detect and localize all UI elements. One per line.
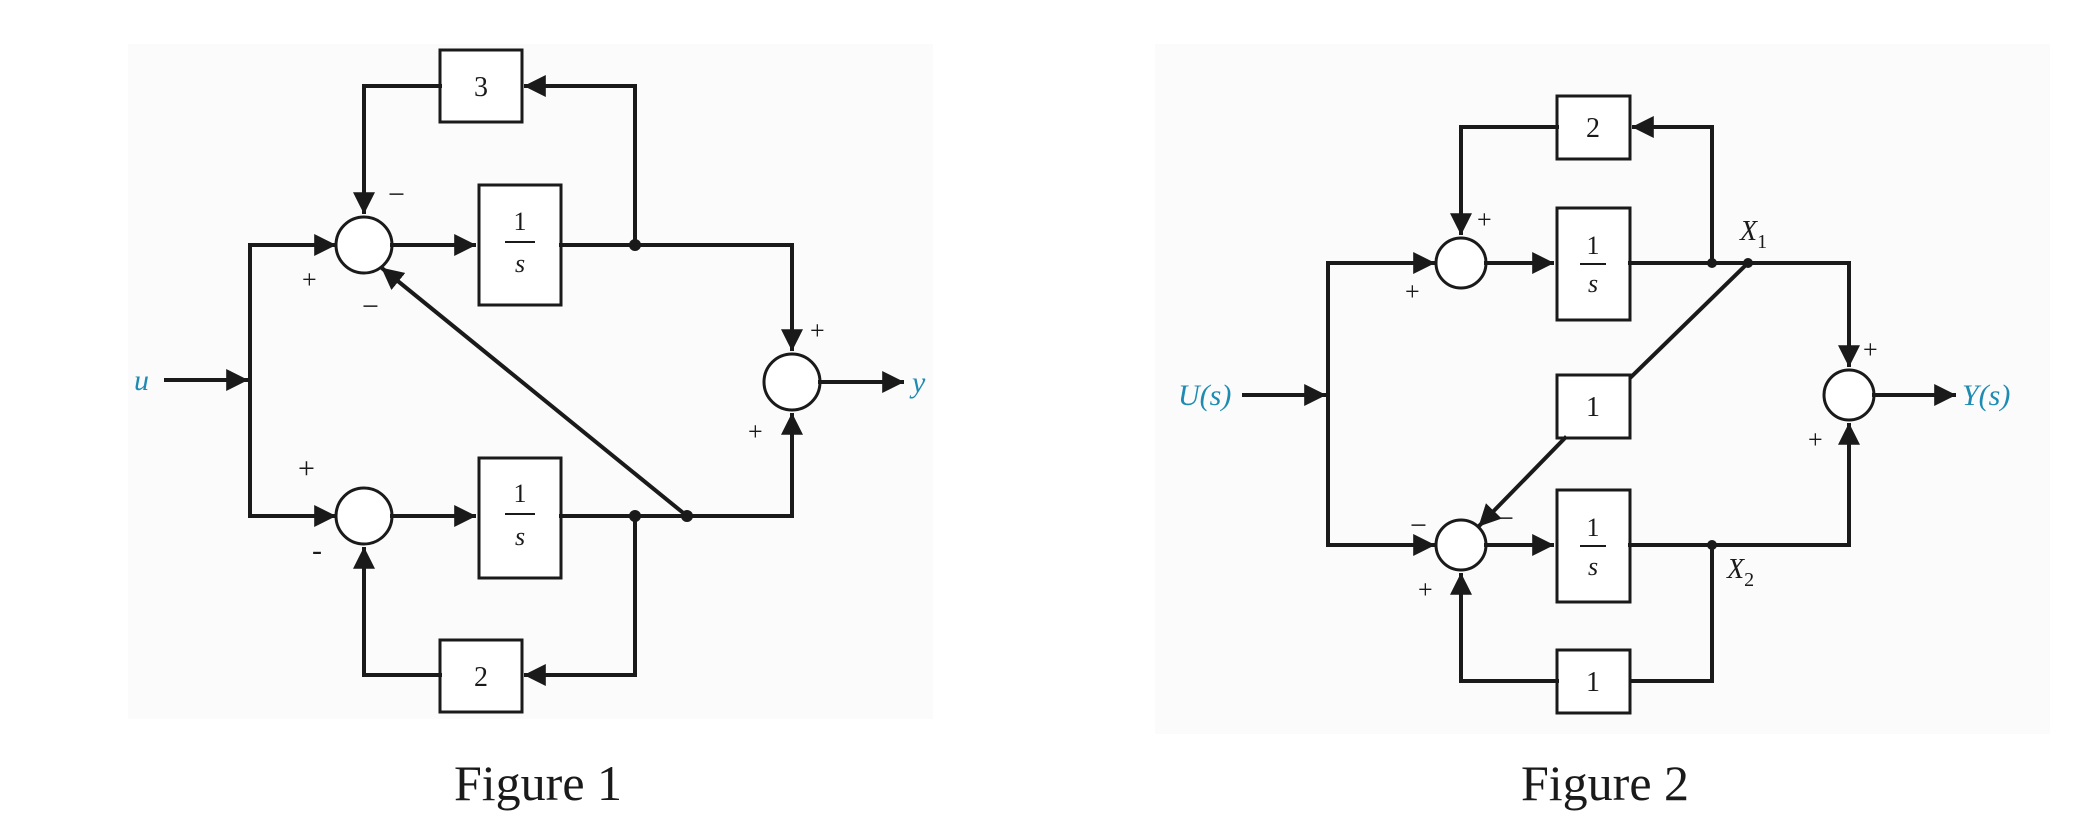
fig2-gain-2-block <box>1555 94 1632 161</box>
fig1-gain-2-block <box>438 638 524 714</box>
fig1-gain-3-label: 3 <box>474 72 488 103</box>
fig2-summing-junction-1 <box>1434 236 1488 290</box>
fig1-output-top-plus-sign: + <box>810 316 825 345</box>
fig2-input-label: U(s) <box>1178 379 1231 412</box>
fig1-summing-junction-2 <box>334 486 394 546</box>
fig2-integrator-bottom-denominator: s <box>1588 552 1598 581</box>
fig1-gain-2-label: 2 <box>474 662 488 693</box>
fig2-sum2-input-minus-sign: − <box>1410 509 1427 542</box>
fig2-sum2-feedback-plus-sign: + <box>1418 575 1433 604</box>
fig1-cross-feedback-arrow <box>380 266 690 519</box>
fig1-gain-3-block <box>438 48 524 124</box>
fig2-x1-to-cross-gain <box>1627 260 1751 381</box>
fig1-sum2-feedback-minus-sign: - <box>312 534 322 567</box>
fig2-bottom-gain-label: 1 <box>1586 667 1600 698</box>
fig1-summing-junction-1 <box>334 215 394 275</box>
fig1-output-label: y <box>909 366 926 399</box>
fig2-integrator-top-denominator: s <box>1588 269 1598 298</box>
fig2-cross-gain-label: 1 <box>1586 392 1600 423</box>
fig2-cross-gain-to-sum2-arrow <box>1477 435 1568 528</box>
fig2-node-x2-subscript: 2 <box>1744 569 1754 591</box>
fig1-integrator-top-block <box>477 183 563 307</box>
fig2-sum2-cross-minus-sign: − <box>1497 502 1514 535</box>
fig1-sum2-input-plus-sign: + <box>298 452 315 485</box>
fig2-node-x1-subscript: 1 <box>1757 231 1767 253</box>
fig2-bottom-gain-block <box>1555 648 1632 715</box>
fig2-integrator-top-numerator: 1 <box>1587 231 1600 260</box>
fig2-output-bottom-plus-sign: + <box>1808 425 1823 454</box>
fig2-node-x1-letter: X <box>1739 216 1758 247</box>
fig1-integrator-bottom-block <box>477 456 563 580</box>
fig2-sum1-input-plus-sign: + <box>1405 277 1420 306</box>
figure-1: u 1 s 3 1 s <box>128 44 933 811</box>
fig2-output-label: Y(s) <box>1962 379 2010 412</box>
fig2-output-summing-junction <box>1822 368 1876 422</box>
fig1-sum1-cross-minus-sign: − <box>362 290 379 323</box>
fig2-node-x1-label: X1 <box>1739 216 1767 253</box>
fig1-integrator-bottom-numerator: 1 <box>514 479 527 508</box>
fig1-integrator-top-denominator: s <box>515 249 525 278</box>
fig2-gain-2-label: 2 <box>1586 113 1600 144</box>
fig2-node-x2-letter: X <box>1726 554 1745 585</box>
fig2-sum1-feedback-plus-sign: + <box>1477 205 1492 234</box>
fig2-cross-gain-block <box>1555 373 1632 440</box>
fig1-input-label: u <box>134 364 149 397</box>
fig1-caption: Figure 1 <box>454 755 622 811</box>
figure-2: U(s) 1 s X1 2 1 1 <box>1155 44 2050 811</box>
fig1-sum1-input-plus-sign: + <box>302 265 317 294</box>
fig2-integrator-bottom-numerator: 1 <box>1587 513 1600 542</box>
fig1-sum1-feedback-minus-sign: − <box>388 178 405 211</box>
fig2-summing-junction-2 <box>1434 518 1488 572</box>
fig2-input-label-text: U(s) <box>1178 379 1231 412</box>
fig2-node-x2-label: X2 <box>1726 554 1754 591</box>
fig1-output-bottom-plus-sign: + <box>748 417 763 446</box>
fig1-integrator-bottom-denominator: s <box>515 522 525 551</box>
fig2-caption: Figure 2 <box>1521 755 1689 811</box>
fig2-output-top-plus-sign: + <box>1863 335 1878 364</box>
fig1-integrator-top-numerator: 1 <box>514 207 527 236</box>
fig1-output-summing-junction <box>762 352 822 412</box>
fig2-output-label-text: Y(s) <box>1962 379 2010 412</box>
